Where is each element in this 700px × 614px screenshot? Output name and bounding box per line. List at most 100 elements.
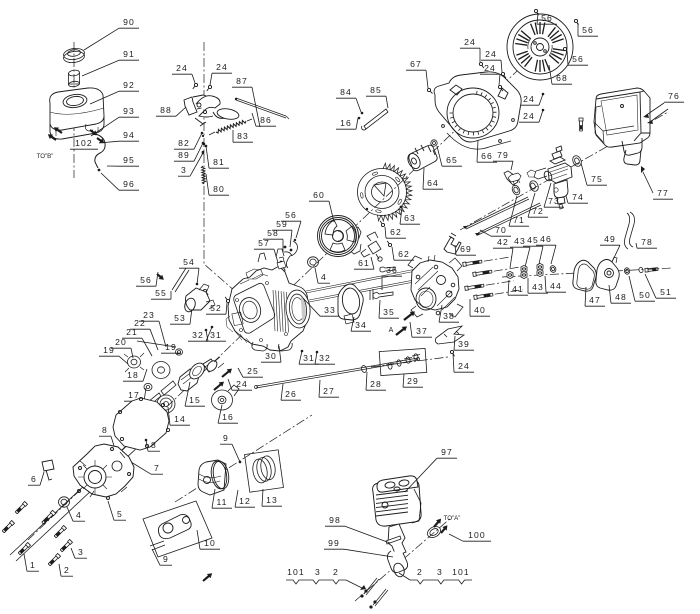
svg-text:91: 91 xyxy=(123,49,135,59)
svg-text:14: 14 xyxy=(174,414,186,424)
svg-text:19: 19 xyxy=(103,345,115,355)
svg-text:33: 33 xyxy=(324,305,336,315)
svg-text:4: 4 xyxy=(76,510,82,520)
svg-text:3: 3 xyxy=(437,567,443,577)
svg-text:A: A xyxy=(389,327,394,334)
svg-text:55: 55 xyxy=(155,288,167,298)
svg-text:3: 3 xyxy=(181,165,187,175)
svg-text:8: 8 xyxy=(151,440,157,450)
svg-text:13: 13 xyxy=(266,495,278,505)
svg-text:7: 7 xyxy=(154,463,160,473)
svg-text:TO”B”: TO”B” xyxy=(37,153,54,160)
svg-text:90: 90 xyxy=(123,17,135,27)
svg-text:8: 8 xyxy=(102,425,108,435)
svg-text:86: 86 xyxy=(260,115,272,125)
svg-text:79: 79 xyxy=(497,150,509,160)
svg-text:2: 2 xyxy=(333,567,339,577)
svg-text:96: 96 xyxy=(123,179,135,189)
svg-text:17: 17 xyxy=(128,390,140,400)
svg-text:99: 99 xyxy=(328,538,340,548)
svg-text:56: 56 xyxy=(285,210,297,220)
svg-text:21: 21 xyxy=(126,327,138,337)
svg-text:43: 43 xyxy=(532,282,544,292)
svg-text:20: 20 xyxy=(115,337,127,347)
svg-text:73: 73 xyxy=(548,196,560,206)
svg-text:44: 44 xyxy=(550,281,562,291)
svg-text:12: 12 xyxy=(239,496,251,506)
svg-text:2: 2 xyxy=(417,567,423,577)
svg-text:76: 76 xyxy=(668,91,680,101)
svg-text:89: 89 xyxy=(178,150,190,160)
svg-text:56: 56 xyxy=(541,13,553,23)
svg-text:56: 56 xyxy=(582,25,594,35)
svg-text:27: 27 xyxy=(323,386,335,396)
svg-text:58: 58 xyxy=(267,228,279,238)
svg-text:36: 36 xyxy=(386,265,398,275)
svg-text:22: 22 xyxy=(134,318,146,328)
svg-text:24: 24 xyxy=(484,63,496,73)
svg-text:71: 71 xyxy=(513,215,525,225)
svg-text:15: 15 xyxy=(189,395,201,405)
svg-text:32: 32 xyxy=(319,353,331,363)
svg-text:69: 69 xyxy=(460,244,472,254)
svg-text:88: 88 xyxy=(160,105,172,115)
svg-text:68: 68 xyxy=(556,73,568,83)
svg-text:47: 47 xyxy=(589,295,601,305)
svg-text:9: 9 xyxy=(223,433,229,443)
svg-text:67: 67 xyxy=(410,59,422,69)
svg-text:2: 2 xyxy=(64,565,70,575)
svg-text:24: 24 xyxy=(523,94,535,104)
svg-text:24: 24 xyxy=(458,361,470,371)
svg-text:5: 5 xyxy=(117,509,123,519)
svg-text:98: 98 xyxy=(329,515,341,525)
svg-text:9: 9 xyxy=(163,554,169,564)
svg-text:39: 39 xyxy=(458,339,470,349)
svg-text:101: 101 xyxy=(287,567,305,577)
svg-text:50: 50 xyxy=(639,290,651,300)
svg-text:45: 45 xyxy=(527,235,539,245)
svg-text:84: 84 xyxy=(340,87,352,97)
svg-text:75: 75 xyxy=(591,174,603,184)
svg-text:24: 24 xyxy=(523,111,535,121)
svg-text:41: 41 xyxy=(512,284,524,294)
svg-text:29: 29 xyxy=(407,376,419,386)
svg-text:60: 60 xyxy=(313,190,325,200)
svg-text:78: 78 xyxy=(641,237,653,247)
svg-text:23: 23 xyxy=(143,310,155,320)
svg-text:42: 42 xyxy=(497,237,509,247)
svg-text:95: 95 xyxy=(123,155,135,165)
svg-text:10: 10 xyxy=(204,538,216,548)
svg-text:35: 35 xyxy=(383,307,395,317)
svg-text:28: 28 xyxy=(370,379,382,389)
svg-text:54: 54 xyxy=(183,257,195,267)
svg-text:53: 53 xyxy=(174,313,186,323)
svg-text:102: 102 xyxy=(75,138,93,148)
svg-text:24: 24 xyxy=(464,37,476,47)
svg-text:77: 77 xyxy=(657,188,669,198)
svg-text:65: 65 xyxy=(446,155,458,165)
svg-text:94: 94 xyxy=(123,130,135,140)
svg-text:16: 16 xyxy=(340,118,352,128)
svg-text:43: 43 xyxy=(514,236,526,246)
svg-text:32: 32 xyxy=(192,330,204,340)
svg-text:51: 51 xyxy=(660,287,672,297)
svg-text:61: 61 xyxy=(358,258,370,268)
svg-text:81: 81 xyxy=(213,157,225,167)
svg-text:30: 30 xyxy=(265,351,277,361)
svg-text:24: 24 xyxy=(216,62,228,72)
svg-text:83: 83 xyxy=(237,131,249,141)
svg-text:24: 24 xyxy=(176,63,188,73)
svg-text:72: 72 xyxy=(532,206,544,216)
svg-text:63: 63 xyxy=(404,213,416,223)
svg-text:16: 16 xyxy=(222,412,234,422)
svg-text:64: 64 xyxy=(427,178,439,188)
svg-text:40: 40 xyxy=(474,305,486,315)
svg-text:101: 101 xyxy=(452,567,470,577)
svg-text:97: 97 xyxy=(441,447,453,457)
svg-text:52: 52 xyxy=(210,303,222,313)
svg-text:93: 93 xyxy=(123,106,135,116)
svg-text:48: 48 xyxy=(615,292,627,302)
svg-text:26: 26 xyxy=(285,389,297,399)
svg-text:24: 24 xyxy=(236,379,248,389)
svg-text:62: 62 xyxy=(390,227,402,237)
